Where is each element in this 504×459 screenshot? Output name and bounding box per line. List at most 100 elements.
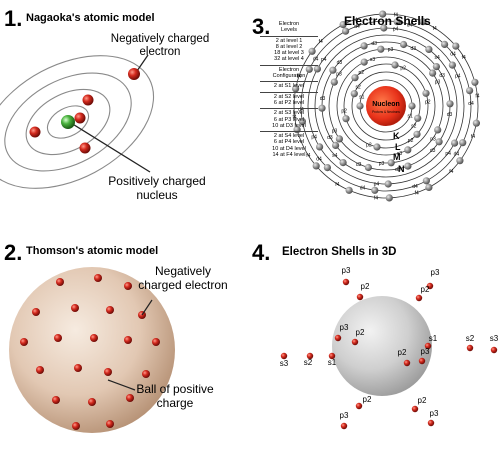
orbital-label: f4: [353, 17, 357, 23]
shell-electron: [313, 65, 321, 73]
shell-electron: [379, 10, 387, 18]
positive-ball: [9, 267, 175, 433]
shell-electron: [434, 126, 442, 134]
shell-electron: [373, 143, 381, 151]
orbital-label: p3: [431, 268, 440, 277]
electron-dot: [36, 366, 44, 374]
shell-electron: [350, 90, 358, 98]
electron-label: Negatively charged electron: [138, 264, 228, 292]
orbital-label: d4: [450, 52, 456, 58]
shell-electron: [413, 130, 421, 138]
electron-dot: [124, 336, 132, 344]
orbital-label: p3: [340, 411, 349, 420]
orbital-label: p2: [398, 348, 407, 357]
shell-electron: [371, 186, 379, 194]
orbital-label: s1: [359, 95, 365, 101]
shell-electron: [472, 119, 480, 127]
shell-electron: [364, 163, 372, 172]
orbital-label: d3: [439, 73, 445, 79]
shell-electron: [377, 45, 385, 53]
orbital-label: p3: [388, 47, 394, 53]
panel-number: 1.: [4, 6, 23, 31]
shell-electron: [330, 78, 338, 86]
electron-dot: [351, 338, 359, 346]
thomson-model-panel: 2. Thomson's atomic model Negatively cha…: [0, 230, 252, 459]
orbital-label: s3: [370, 57, 376, 63]
electron-dot: [88, 398, 96, 406]
orbital-label: d4: [468, 101, 474, 107]
orbital-label: d3: [430, 148, 436, 154]
shell-electron: [332, 141, 340, 149]
orbital-label: p3: [379, 161, 385, 167]
orbital-label: p4: [445, 151, 451, 157]
shell-electron: [425, 183, 433, 191]
shell-electron: [308, 47, 316, 55]
panel-title: Electron Shells: [344, 14, 431, 28]
orbital-label: p2: [359, 70, 365, 76]
electron-ball: [74, 112, 86, 124]
orbital-label: d3: [395, 167, 401, 173]
shell-letter-k: K: [393, 131, 400, 141]
electron-dot: [152, 338, 160, 346]
orbital-label: d3: [320, 96, 326, 102]
orbital-label: d4: [316, 156, 322, 162]
orbital-label: p2: [341, 108, 347, 114]
shell-electron: [335, 135, 343, 143]
shell-electron: [316, 143, 324, 151]
orbital-label: d4: [298, 107, 304, 113]
shell-electron: [422, 89, 430, 97]
panel-number: 3.: [252, 14, 271, 39]
electron-dot: [306, 352, 314, 360]
shell-electron: [404, 146, 412, 154]
orbital-label: p3: [332, 129, 338, 135]
orbital-label: p3: [421, 347, 430, 356]
orbital-label: p2: [418, 396, 427, 405]
shell-electron: [451, 139, 459, 147]
electron-dot: [74, 364, 82, 372]
orbital-label: p4: [393, 27, 399, 33]
shell-electron: [408, 102, 416, 110]
shell-electron: [312, 162, 320, 170]
shell-electron: [414, 114, 422, 122]
orbital-label: p3: [340, 323, 349, 332]
orbital-label: s1: [328, 358, 337, 367]
shell-electron: [323, 164, 331, 172]
shell-electron: [422, 177, 430, 185]
shell-electron: [393, 18, 401, 26]
orbital-label: f4: [475, 93, 479, 99]
orbital-label: p2: [408, 138, 414, 144]
shell-electron: [441, 40, 449, 49]
orbital-label: d3: [411, 46, 417, 52]
electron-dot: [427, 419, 435, 427]
electron-ball: [29, 126, 41, 138]
electron-dot: [328, 352, 336, 360]
shell-electron: [339, 21, 347, 29]
electron-dot: [52, 396, 60, 404]
orbital-label: d4: [407, 22, 413, 28]
orbital-label: p2: [400, 66, 406, 72]
electron-dot: [54, 334, 62, 342]
orbital-label: d3: [371, 41, 377, 47]
electron-dot: [126, 394, 134, 402]
shell-electron: [360, 58, 368, 66]
nucleus-label: Positively charged nucleus: [108, 174, 206, 202]
electron-dot: [124, 282, 132, 290]
nucleon-sublabel: Protons & Neutrons: [372, 110, 400, 114]
electron-ball: [128, 68, 140, 80]
nucleus-ball: [61, 115, 75, 129]
orbital-label: p2: [421, 285, 430, 294]
electron-dot: [71, 304, 79, 312]
orbital-label: f4: [433, 26, 437, 32]
orbital-label: f4: [293, 115, 297, 121]
orbital-label: s1: [429, 334, 438, 343]
electron-dot: [403, 359, 411, 367]
shell-electron: [425, 45, 433, 54]
